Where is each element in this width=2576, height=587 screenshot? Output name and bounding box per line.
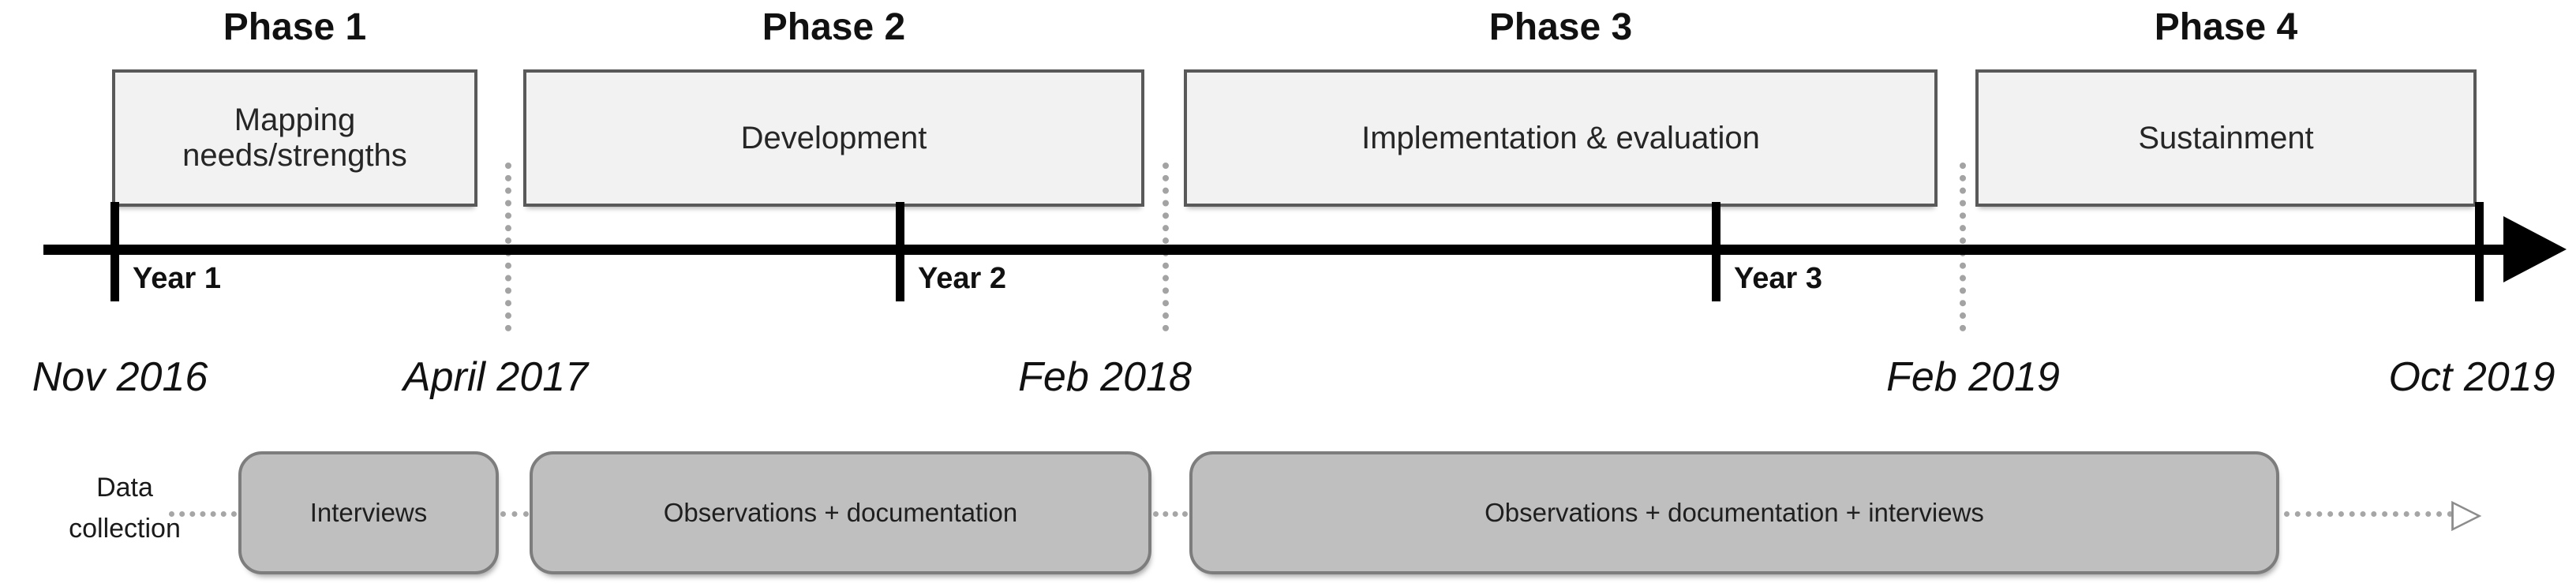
phase-2-box: Development	[523, 69, 1144, 207]
phase-3-title: Phase 3	[1488, 6, 1633, 48]
timeline-arrowhead-icon	[2503, 216, 2567, 282]
data-collection-box-3-label: Observations + documentation + interview…	[1485, 498, 1984, 527]
data-collection-label: Data collection	[69, 473, 181, 544]
phase-1-box: Mapping needs/strengths	[112, 69, 477, 207]
year-2-label: Year 2	[918, 262, 1006, 295]
tick-year-2	[896, 202, 904, 301]
timeline-axis	[43, 245, 2510, 255]
date-nov-2016: Nov 2016	[32, 354, 208, 400]
data-collection-box-interviews: Interviews	[238, 451, 499, 574]
date-april-2017: April 2017	[402, 354, 589, 400]
tick-year-1	[110, 202, 119, 301]
year-1-label: Year 1	[133, 262, 221, 295]
phase-1-box-label: Mapping needs/strengths	[182, 103, 407, 173]
year-3-label: Year 3	[1734, 262, 1822, 295]
tick-timeline-end	[2475, 202, 2484, 301]
data-collection-tail-dotted-line	[2284, 511, 2453, 517]
phase-1-title: Phase 1	[223, 6, 367, 48]
data-collection-box-observations-documentation-interviews: Observations + documentation + interview…	[1189, 451, 2279, 574]
date-oct-2019: Oct 2019	[2388, 354, 2555, 400]
data-collection-connector-1	[169, 511, 237, 517]
data-collection-open-arrowhead-icon: ▷	[2451, 491, 2482, 535]
phase-2-box-label: Development	[740, 120, 927, 155]
phase-4-box-label: Sustainment	[2138, 120, 2314, 155]
phase-3-box: Implementation & evaluation	[1184, 69, 1938, 207]
date-feb-2019: Feb 2019	[1886, 354, 2060, 400]
data-collection-connector-2	[500, 511, 529, 517]
phase-4-title: Phase 4	[2154, 6, 2298, 48]
tick-year-3	[1712, 202, 1720, 301]
data-collection-box-observations-documentation: Observations + documentation	[530, 451, 1151, 574]
phase-3-box-label: Implementation & evaluation	[1361, 120, 1760, 155]
date-feb-2018: Feb 2018	[1018, 354, 1192, 400]
phase-4-box: Sustainment	[1975, 69, 2477, 207]
data-collection-box-1-label: Interviews	[309, 498, 428, 527]
data-collection-box-2-label: Observations + documentation	[663, 498, 1018, 527]
phase-2-title: Phase 2	[762, 6, 906, 48]
data-collection-connector-3	[1153, 511, 1188, 517]
